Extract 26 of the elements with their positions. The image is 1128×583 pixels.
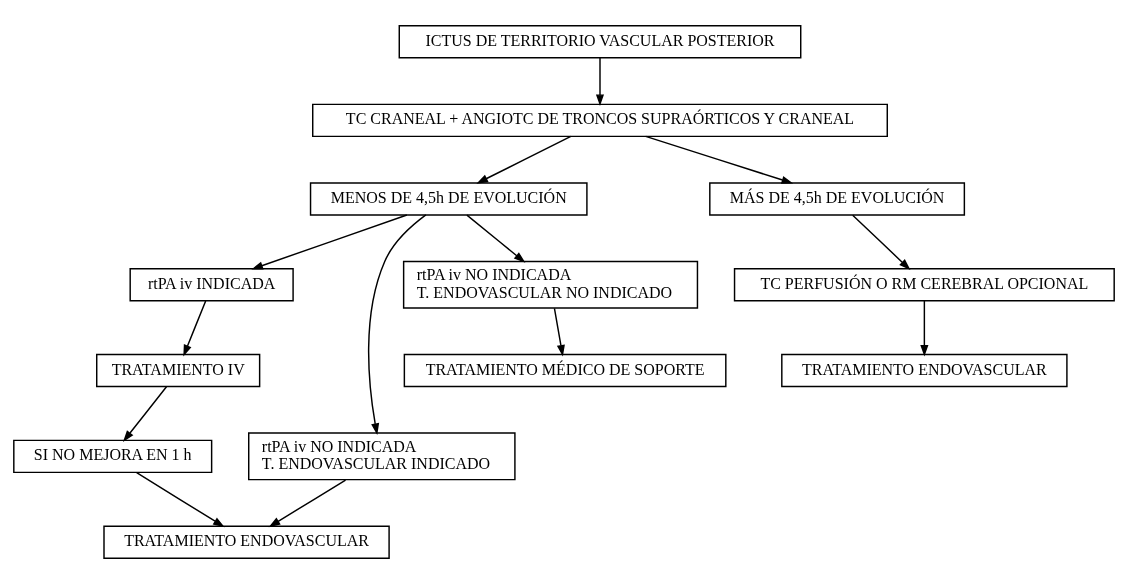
node-box: rtPA iv NO INDICADA T. ENDOVASCULAR INDICADO [248, 431, 516, 480]
arrow [466, 213, 526, 263]
node-box: SI NO MEJORA EN 1 h [13, 439, 213, 473]
node-box: TRATAMIENTO MÉDICO DE SOPORTE [403, 353, 727, 387]
node-box: rtPA iv INDICADA [129, 267, 294, 301]
arrow [367, 213, 427, 435]
node-box: TRATAMIENTO ENDOVASCULAR [103, 524, 390, 559]
arrow [476, 135, 572, 184]
arrow [851, 213, 911, 270]
arrow [553, 307, 565, 357]
arrow [122, 385, 168, 442]
arrow [251, 213, 408, 269]
arrow [268, 478, 347, 527]
node-box: TC CRANEAL + ANGIOTC DE TRONCOS SUPRAÓRTICOS Y CRANEAL [312, 103, 888, 137]
node-box: ICTUS DE TERRITORIO VASCULAR POSTERIOR [398, 24, 802, 59]
arrow [920, 299, 929, 357]
node-box: TRATAMIENTO IV [96, 353, 261, 387]
arrow [645, 135, 794, 184]
node-box: MENOS DE 4,5h DE EVOLUCIÓN [309, 181, 588, 216]
arrow [595, 56, 605, 106]
node-box: MÁS DE 4,5h DE EVOLUCIÓN [709, 181, 966, 216]
node-box: rtPA iv NO INDICADA T. ENDOVASCULAR NO INDICADO [402, 260, 699, 309]
node-box: TRATAMIENTO ENDOVASCULAR [781, 353, 1068, 387]
arrow [183, 299, 207, 356]
node-box: TC PERFUSIÓN O RM CEREBRAL OPCIONAL [733, 267, 1115, 301]
arrow [135, 471, 225, 527]
